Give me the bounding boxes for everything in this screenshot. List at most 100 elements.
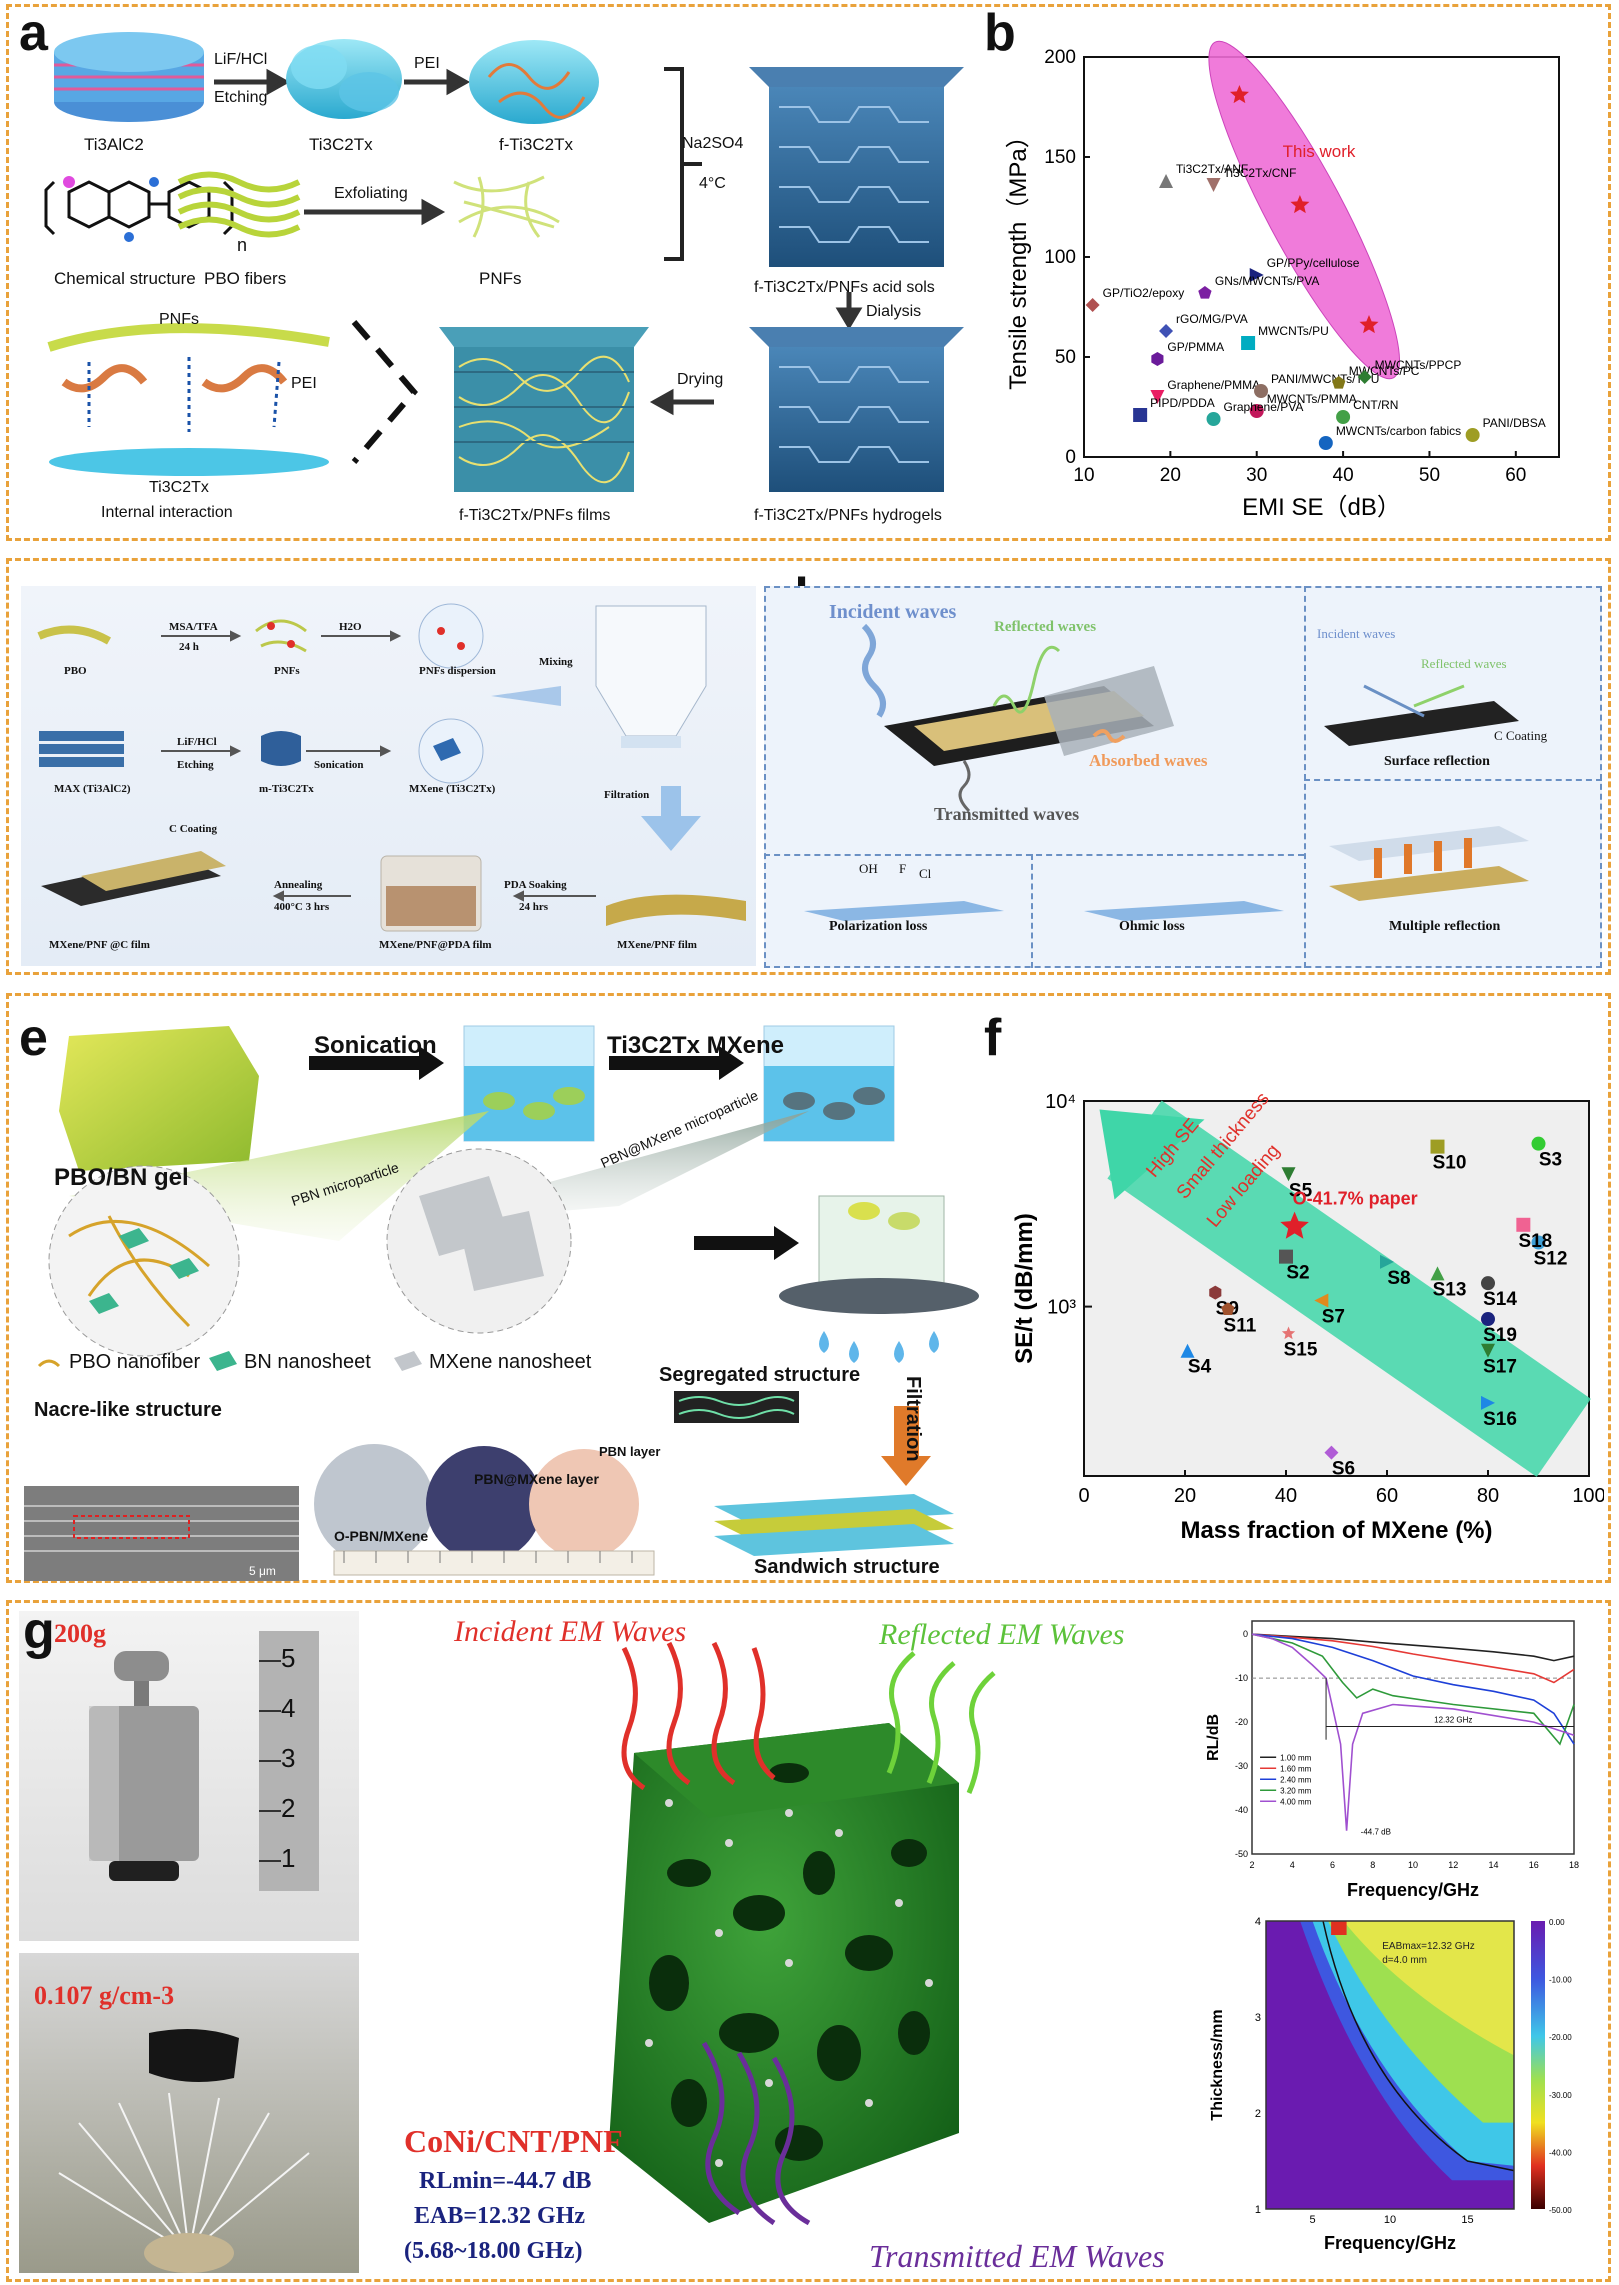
c-m-ti3c2tx: m-Ti3C2Tx bbox=[259, 783, 314, 795]
chart-f-trend-band bbox=[1107, 1100, 1591, 1477]
chart-f-point-label: S10 bbox=[1433, 1153, 1467, 1174]
chart-g-contour-line bbox=[1322, 1920, 1515, 2172]
chart-g-colorbar-label: -10.00 bbox=[1549, 1976, 1572, 1985]
label-etching: Etching bbox=[214, 89, 268, 106]
d-multiple-reflection: Multiple reflection bbox=[1389, 919, 1501, 934]
chart-f-point bbox=[1314, 1293, 1329, 1308]
chart-b-point bbox=[1332, 376, 1346, 389]
label-ti3c2tx-bottom: Ti3C2Tx bbox=[149, 479, 209, 496]
chart-b-point bbox=[1249, 268, 1264, 282]
chart-g-rl-xtick-label: 12 bbox=[1448, 1860, 1458, 1870]
chart-g-rl-legend-label: 1.00 mm bbox=[1280, 1753, 1311, 1762]
label-ti3c2tx: Ti3C2Tx bbox=[309, 135, 373, 154]
c-annealing: Annealing bbox=[274, 879, 323, 891]
chart-f-xtick-label: 60 bbox=[1376, 1485, 1398, 1507]
chart-g-rl-ytick-label: -40 bbox=[1235, 1805, 1248, 1815]
label-internal-interaction: Internal interaction bbox=[101, 504, 233, 521]
chart-g-contour-xtick-label: 10 bbox=[1384, 2214, 1396, 2226]
c-film-c: MXene/PNF @C film bbox=[49, 939, 150, 951]
chart-b-point-label: Ti3C2Tx/ANF bbox=[1176, 162, 1248, 176]
chart-f-point-label: S5 bbox=[1289, 1180, 1313, 1201]
beaker-1 bbox=[463, 1025, 595, 1142]
c-film: MXene/PNF film bbox=[617, 939, 697, 951]
g-incident: Incident EM Waves bbox=[454, 1615, 687, 1648]
d-transmitted: Transmitted waves bbox=[934, 804, 1080, 824]
chart-f-point-label: S6 bbox=[1332, 1459, 1355, 1480]
chart-f-point bbox=[1430, 1266, 1445, 1281]
chart-b-xtick-label: 40 bbox=[1333, 465, 1354, 486]
chart-g-rl-ytick-label: -30 bbox=[1235, 1761, 1248, 1771]
d-incident-small: Incident waves bbox=[1317, 626, 1396, 641]
c-filtration: Filtration bbox=[604, 789, 650, 801]
label-exfoliating: Exfoliating bbox=[334, 185, 408, 202]
chart-f-point-label: S4 bbox=[1188, 1357, 1212, 1378]
d-incident: Incident waves bbox=[829, 601, 957, 623]
chart-f-point-label: S19 bbox=[1483, 1325, 1517, 1346]
chart-g-rl-xtick-label: 16 bbox=[1529, 1860, 1539, 1870]
chart-f-point bbox=[1531, 1235, 1546, 1250]
chart-f-point bbox=[1279, 1249, 1293, 1264]
g-density: 0.107 g/cm-3 bbox=[34, 1981, 175, 2010]
label-pnfs: PNFs bbox=[479, 269, 522, 288]
chart-f-point-label: S14 bbox=[1483, 1289, 1517, 1310]
panel-e-diagram bbox=[24, 1025, 979, 1581]
chart-f-ylabel: SE/t (dB/mm) bbox=[1011, 1213, 1038, 1364]
chart-f-point-label: S15 bbox=[1284, 1339, 1318, 1360]
chart-f-highlight-point bbox=[1280, 1211, 1309, 1239]
chart-g-contour-annotation: EABmax=12.32 GHz bbox=[1382, 1941, 1475, 1952]
chart-f-point bbox=[1481, 1343, 1495, 1358]
chart-g-rl-xtick-label: 14 bbox=[1488, 1860, 1498, 1870]
g-ruler-5: 5 bbox=[281, 1643, 296, 1673]
chart-g-contour-annotation: d=4.0 mm bbox=[1382, 1955, 1427, 1966]
chart-b-xtick-label: 60 bbox=[1505, 465, 1526, 486]
chart-b-ytick-label: 0 bbox=[1065, 447, 1076, 468]
label-f-ti3c2tx: f-Ti3C2Tx bbox=[499, 135, 573, 154]
e-filtration: Filtration bbox=[902, 1376, 924, 1462]
chart-g-contour-xtick-label: 15 bbox=[1461, 2214, 1473, 2226]
chart-g-contour-peak bbox=[1331, 1921, 1347, 1935]
chart-g-contour-ylabel: Thickness/mm bbox=[1209, 2009, 1226, 2120]
chart-g-rl-ytick-label: 0 bbox=[1243, 1629, 1248, 1639]
label-hydrogels: f-Ti3C2Tx/PNFs hydrogels bbox=[754, 507, 942, 524]
d-polarization-loss: Polarization loss bbox=[829, 919, 928, 934]
chart-b-point bbox=[1465, 428, 1480, 442]
ti3alc2-stack bbox=[54, 32, 204, 122]
panel-cd: c PBO MSA/TFA 24 h bbox=[6, 558, 1611, 975]
chart-b-point bbox=[1085, 298, 1100, 312]
panel-d-divider-v2 bbox=[1031, 854, 1033, 968]
e-scale: 5 μm bbox=[249, 1564, 276, 1578]
chart-g-rl-legend-label: 2.40 mm bbox=[1280, 1775, 1311, 1784]
chart-g-contour-ytick-label: 1 bbox=[1255, 2204, 1261, 2216]
label-ti3alc2: Ti3AlC2 bbox=[84, 135, 144, 154]
label-acid-sols: f-Ti3C2Tx/PNFs acid sols bbox=[754, 279, 935, 296]
c-sonication: Sonication bbox=[314, 759, 364, 771]
chart-f-trend-arrowhead bbox=[1099, 1109, 1205, 1200]
c-pnfs-dispersion: PNFs dispersion bbox=[419, 665, 496, 677]
chart-f-xlabel: Mass fraction of MXene (%) bbox=[1180, 1517, 1492, 1544]
g-range: (5.68~18.00 GHz) bbox=[404, 2238, 583, 2264]
chart-f-point bbox=[1481, 1395, 1495, 1410]
e-nacre: Nacre-like structure bbox=[34, 1399, 222, 1421]
chart-b-point bbox=[1357, 370, 1372, 384]
chart-g-rl-series bbox=[1251, 1633, 1575, 1662]
g-reflected: Reflected EM Waves bbox=[879, 1618, 1125, 1651]
chart-f-ytick-label: 10⁴ bbox=[1045, 1091, 1076, 1113]
label-chemical-structure: Chemical structure bbox=[54, 269, 196, 288]
chart-f-point-label: S16 bbox=[1483, 1409, 1517, 1430]
chart-f-point bbox=[1221, 1302, 1235, 1315]
chart-b-point-label: Ti3C2Tx/CNF bbox=[1224, 166, 1297, 180]
c-pbo: PBO bbox=[64, 665, 87, 677]
chart-b-this-work-point bbox=[1290, 195, 1310, 214]
c-pnfs: PNFs bbox=[274, 665, 300, 677]
chart-b-point bbox=[1254, 384, 1269, 398]
chart-f-point bbox=[1481, 1276, 1495, 1291]
chart-g-rl-ytick-label: -50 bbox=[1235, 1849, 1248, 1859]
chart-b-point-label: rGO/MG/PVA bbox=[1176, 312, 1248, 326]
chart-b-ytick-label: 100 bbox=[1044, 247, 1076, 268]
chart-f-xtick-label: 80 bbox=[1477, 1485, 1499, 1507]
chart-b-xtick-label: 20 bbox=[1160, 465, 1181, 486]
f-ti3c2tx-sheet bbox=[469, 40, 599, 124]
label-films: f-Ti3C2Tx/PNFs films bbox=[459, 507, 611, 524]
